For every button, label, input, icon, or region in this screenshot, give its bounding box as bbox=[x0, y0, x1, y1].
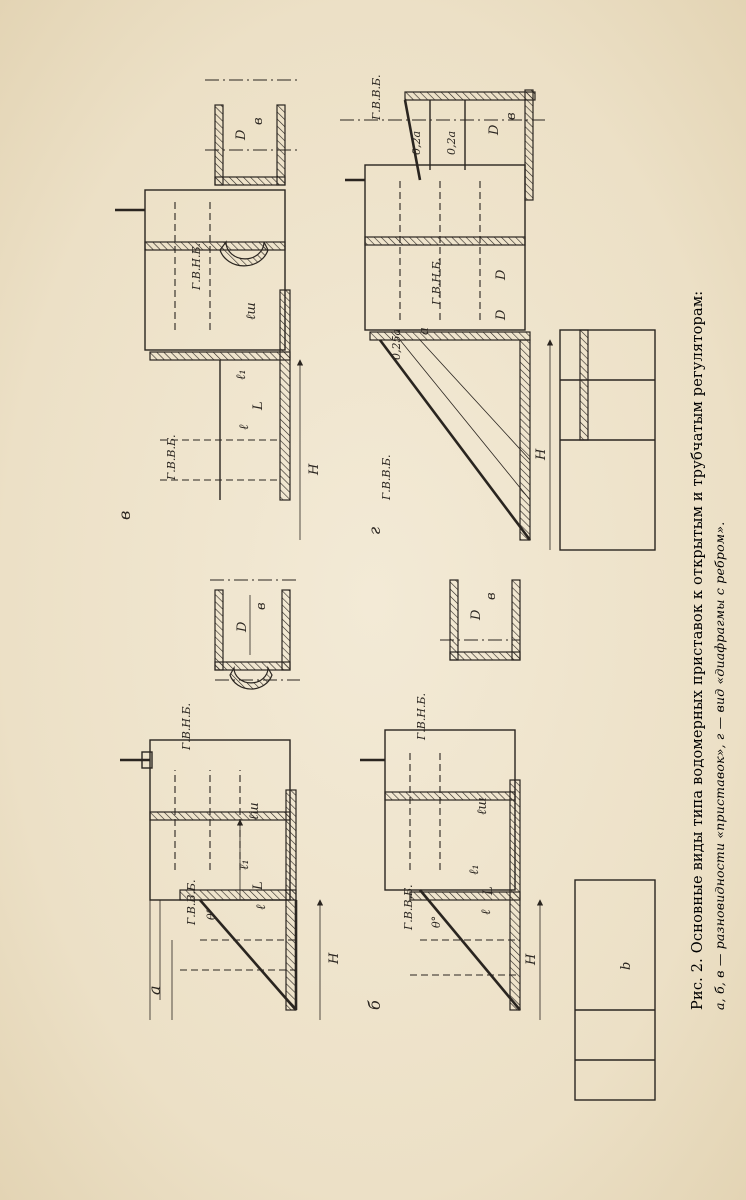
panel-a-gvvb-label: Г.В.В.Б. bbox=[185, 879, 198, 926]
panel-b-H-label: Н bbox=[524, 953, 539, 966]
panel-g: г Н Г.В.В.Б. Г.В.Н.Б. D D 0,25а а bbox=[345, 164, 554, 550]
panel-g-a-label: а bbox=[417, 327, 432, 335]
panel-g-D-label-2: D bbox=[494, 269, 509, 281]
panel-v-section-D: D bbox=[234, 129, 249, 141]
panel-g-gvvb-label: Г.В.В.Б. bbox=[380, 454, 393, 501]
panel-b-l1-label: ℓ₁ bbox=[467, 864, 482, 875]
panel-a-L-label: L bbox=[251, 881, 266, 891]
panel-b-L-label: L bbox=[481, 886, 496, 896]
panel-v-gvvb-label: Г.В.В.Б. bbox=[165, 434, 178, 481]
panel-g-025a-label: 0,25а bbox=[390, 329, 403, 360]
panel-v-lsh-label: ℓш bbox=[244, 302, 259, 320]
panel-v-letter: в bbox=[115, 511, 134, 520]
panel-v-gvnb-label: Г.В.Н.Б. bbox=[190, 243, 203, 291]
panel-b-gvvb-label: Г.В.В.Б. bbox=[402, 884, 415, 931]
panel-a: а Н Г.В.В.Б. Г.В.Н.Б. ℓ ℓ₁ L ℓш θ° bbox=[120, 703, 342, 1020]
panel-a-section-b: в bbox=[254, 602, 269, 610]
panel-v-section-b: в bbox=[251, 117, 266, 125]
panel-g-section-gvvb: Г.В.В.Б. bbox=[370, 74, 383, 121]
panel-a-theta-label: θ° bbox=[205, 908, 218, 920]
panel-v-H-label: Н bbox=[307, 463, 322, 476]
panel-g-gvnb-label: Г.В.Н.Б. bbox=[430, 258, 443, 306]
panel-b-l-label: ℓ bbox=[479, 909, 494, 915]
panel-a-letter: а bbox=[145, 985, 164, 995]
panel-g-letter: г bbox=[365, 527, 384, 535]
panel-v-l-label: ℓ bbox=[237, 424, 252, 430]
panel-g-section: 0,2а 0,2а D в Г.В.В.Б. bbox=[340, 74, 545, 201]
panel-g-section-D: D bbox=[487, 124, 502, 136]
panel-g-section-02a-top: 0,2а bbox=[410, 131, 423, 155]
panel-a-section: D в bbox=[210, 579, 300, 690]
panel-v-L-label: L bbox=[251, 401, 266, 411]
panel-a-gvnb-label: Г.В.Н.Б. bbox=[180, 703, 193, 751]
panel-a-H-label: Н bbox=[327, 952, 342, 965]
panel-v: в Н Г.В.В.Б. Г.В.Н.Б. ℓ ℓ₁ L ℓш bbox=[115, 189, 322, 540]
panel-b-theta-label: θ° bbox=[430, 916, 443, 928]
panel-a-l-label: ℓ bbox=[254, 904, 269, 910]
panel-a-l1-label: ℓ₁ bbox=[237, 859, 252, 870]
panel-b-section-b: в bbox=[484, 592, 499, 600]
panel-b: б Н Г.В.В.Б. Г.В.Н.Б. ℓ ℓ₁ L ℓш θ° bbox=[360, 693, 544, 1020]
panel-g-H-label: Н bbox=[534, 448, 549, 461]
panel-v-l1-label: ℓ₁ bbox=[234, 369, 249, 380]
panel-b-gvnb-label: Г.В.Н.Б. bbox=[415, 693, 428, 741]
cropped-extra-structure: b bbox=[559, 329, 656, 1101]
panel-g-section-b: в bbox=[504, 112, 519, 120]
panel-g-section-02a-bottom: 0,2а bbox=[445, 131, 458, 155]
panel-a-section-D: D bbox=[235, 621, 250, 633]
extra-half-b: b bbox=[619, 962, 634, 970]
panel-v-section: D в bbox=[205, 79, 300, 267]
panel-b-lsh-label: ℓш bbox=[475, 797, 490, 815]
panel-a-lsh-label: ℓш bbox=[247, 802, 262, 820]
panel-g-D-label-1: D bbox=[494, 309, 509, 321]
panel-b-section: D в bbox=[440, 579, 521, 661]
panel-b-section-D: D bbox=[469, 609, 484, 621]
panel-b-letter: б bbox=[365, 1000, 384, 1010]
